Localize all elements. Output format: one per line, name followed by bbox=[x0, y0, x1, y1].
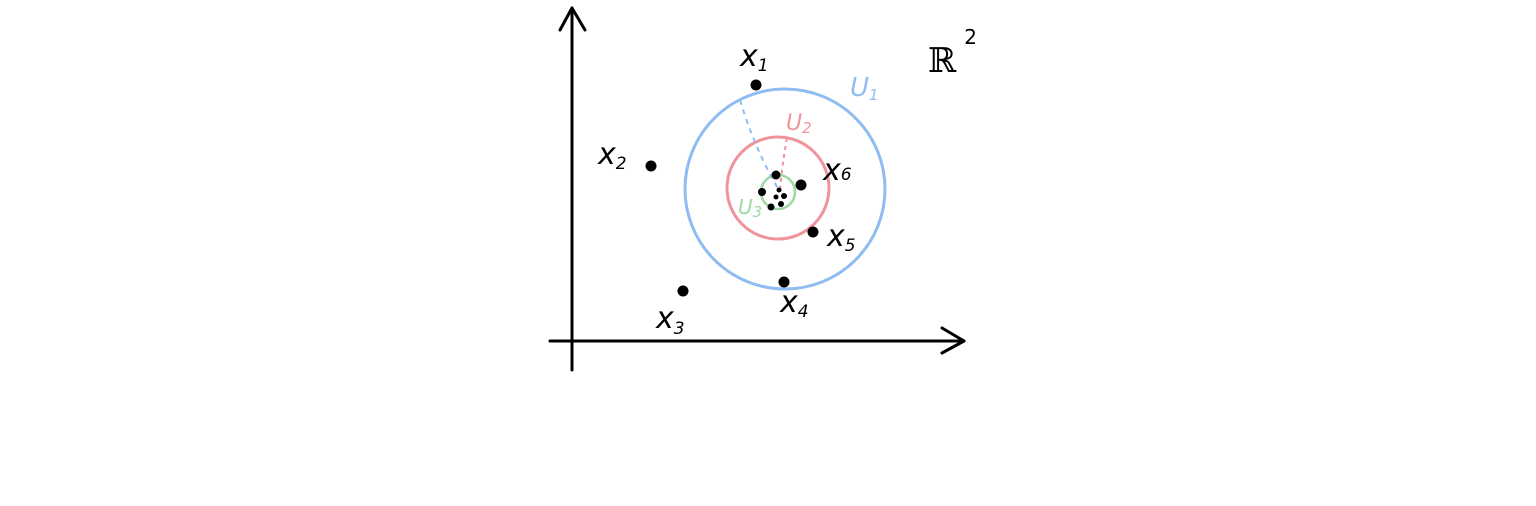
u2-radius-dashed bbox=[779, 137, 788, 191]
point-x2 bbox=[645, 160, 657, 172]
neighborhood-u1-circle bbox=[683, 87, 887, 291]
cluster-point bbox=[778, 201, 784, 207]
point-labels: x1 x2 x3 x4 x5 x6 bbox=[597, 39, 856, 339]
cluster-point bbox=[773, 194, 779, 200]
axes bbox=[548, 6, 966, 372]
space-label: ℝ2 bbox=[928, 25, 977, 81]
label-x2: x2 bbox=[597, 137, 627, 174]
cluster-point bbox=[776, 187, 782, 193]
label-x5: x5 bbox=[826, 219, 856, 256]
point-x5 bbox=[807, 226, 819, 238]
label-x4: x4 bbox=[779, 285, 809, 322]
cluster-point bbox=[771, 170, 781, 180]
cluster-point bbox=[781, 193, 787, 199]
point-x4 bbox=[778, 276, 790, 288]
label-x3: x3 bbox=[655, 301, 685, 339]
point-x3 bbox=[677, 285, 689, 297]
point-x6 bbox=[795, 179, 807, 191]
cluster-point bbox=[767, 203, 775, 211]
neighborhood-labels: U1 U2 U3 bbox=[738, 73, 879, 221]
cluster-point bbox=[758, 188, 766, 196]
points bbox=[645, 79, 819, 297]
label-u3: U3 bbox=[738, 195, 762, 221]
label-u1: U1 bbox=[850, 73, 879, 104]
y-axis-arrowhead bbox=[558, 6, 587, 32]
x-axis-arrowhead bbox=[940, 326, 966, 355]
u1-radius-dashed bbox=[739, 99, 781, 193]
neighborhood-u2-circle bbox=[725, 135, 831, 241]
label-u2: U2 bbox=[786, 111, 812, 137]
point-x1 bbox=[750, 79, 762, 91]
label-x1: x1 bbox=[739, 39, 769, 76]
label-x6: x6 bbox=[822, 153, 852, 188]
